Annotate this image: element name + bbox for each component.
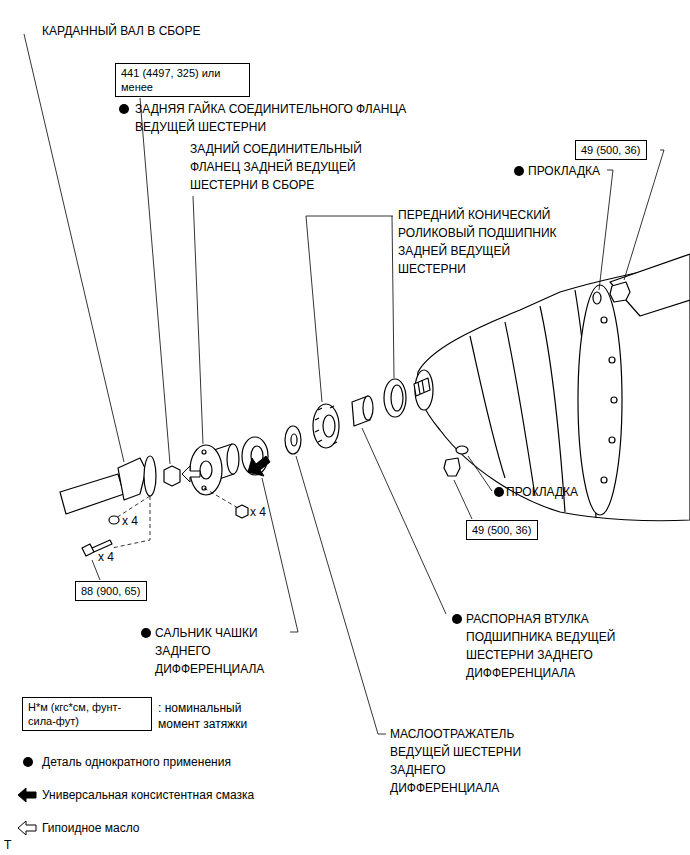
hypoid-oil-arrow	[182, 466, 200, 482]
propeller-shaft-tube	[60, 474, 124, 514]
bearing-spacer-end	[363, 396, 373, 420]
leader-line	[296, 456, 386, 734]
leader-line	[468, 456, 492, 491]
torque-box: 49 (500, 36)	[575, 140, 647, 160]
housing-bolt	[609, 357, 615, 363]
part-label: РАСПОРНАЯ ВТУЛКА ПОДШИПНИКА ВЕДУЩЕЙ ШЕСТ…	[466, 610, 634, 682]
part-label: ЗАДНЯЯ ГАЙКА СОЕДИНИТЕЛЬНОГО ФЛАНЦА ВЕДУ…	[135, 100, 455, 136]
torque-box: 49 (500, 36)	[466, 520, 538, 540]
oil-slinger-hole	[291, 434, 297, 446]
leader-line	[24, 34, 124, 462]
part-label: МАСЛООТРАЖАТЕЛЬ ВЕДУЩЕЙ ШЕСТЕРНИ ЗАДНЕГО…	[390, 725, 542, 797]
part-label: ПРОКЛАДКА	[528, 162, 600, 180]
part-label: ЗАДНИЙ СОЕДИНИТЕЛЬНЫЙ ФЛАНЕЦ ЗАДНЕЙ ВЕДУ…	[190, 140, 375, 194]
leader-line	[306, 216, 394, 402]
housing-bolt	[601, 317, 607, 323]
housing-flange-ring	[578, 285, 622, 515]
torque-value: 49 (500, 36)	[472, 523, 532, 537]
alignment-line	[204, 488, 238, 508]
legend-text: Деталь однократного применения	[42, 754, 231, 770]
leader-line	[262, 478, 298, 632]
tapered-bearing	[313, 404, 339, 448]
torque-value: 441 (4497, 325) или менее	[121, 66, 244, 94]
torque-value: 88 (900, 65)	[81, 584, 141, 598]
pinion-stub	[414, 378, 430, 396]
leader-line	[624, 150, 664, 280]
part-label: ПРОКЛАДКА	[506, 483, 578, 501]
flange-hole	[202, 450, 206, 454]
part-label: x 4	[250, 503, 266, 521]
plug	[610, 282, 630, 302]
single-use-dot	[141, 628, 151, 638]
torque-box: Н*м (кгс*см, фунт-сила-фут)	[22, 697, 152, 731]
housing-bolt	[601, 477, 607, 483]
torque-box: 88 (900, 65)	[75, 581, 147, 601]
legend-text: Универсальная консистентная смазка	[42, 787, 254, 803]
flange-nut	[164, 466, 180, 486]
housing-nose	[415, 370, 433, 410]
part-label: ПЕРЕДНИЙ КОНИЧЕСКИЙ РОЛИКОВЫЙ ПОДШИПНИК …	[398, 206, 576, 278]
legend-text: : номинальный момент затяжки	[158, 700, 270, 732]
legend-text: Гипоидное масло	[42, 820, 139, 836]
torque-value: 49 (500, 36)	[581, 143, 641, 157]
companion-flange	[190, 445, 222, 495]
tapered-bearing-inner	[323, 415, 335, 437]
single-use-dot	[23, 757, 33, 767]
bearing-cup-inner	[391, 385, 403, 411]
leader-line	[599, 170, 613, 290]
part-label: x 4	[98, 548, 114, 566]
nut	[236, 505, 248, 518]
leader-line	[193, 196, 203, 444]
single-use-dot	[514, 166, 524, 176]
grease-arrow	[18, 788, 36, 802]
single-use-dot	[494, 487, 504, 497]
bearing-cup	[384, 379, 406, 417]
single-use-dot	[119, 104, 129, 114]
part-label: КАРДАННЫЙ ВАЛ В СБОРЕ	[42, 22, 200, 40]
oil-slinger	[285, 426, 301, 454]
torque-value: Н*м (кгс*см, фунт-сила-фут)	[28, 700, 146, 728]
alignment-line	[112, 496, 150, 548]
companion-flange-bore	[200, 461, 212, 479]
part-label: САЛЬНИК ЧАШКИ ЗАДНЕГО ДИФФЕРЕНЦИАЛА	[155, 624, 285, 678]
hypoid-oil-arrow	[18, 821, 36, 835]
gasket	[593, 292, 601, 304]
companion-flange-hub-end	[227, 444, 239, 474]
part-label: T	[4, 836, 11, 854]
housing-bolt	[611, 397, 617, 403]
universal-joint-yoke	[118, 458, 146, 500]
torque-box: 441 (4497, 325) или менее	[115, 63, 250, 97]
axle-tube	[610, 254, 690, 316]
part-label: x 4	[122, 512, 138, 530]
bearing-rollers	[315, 406, 337, 444]
leader-line	[140, 98, 170, 464]
leader-line	[362, 428, 446, 614]
pinion-thread	[418, 380, 424, 394]
housing-rib	[470, 290, 596, 518]
housing-bolt	[609, 437, 615, 443]
leader-line	[454, 480, 472, 519]
grease-arrow	[248, 456, 270, 476]
drain-plug	[444, 458, 460, 476]
shaft-flange	[144, 456, 156, 496]
single-use-dot	[452, 614, 462, 624]
gasket	[456, 446, 468, 454]
